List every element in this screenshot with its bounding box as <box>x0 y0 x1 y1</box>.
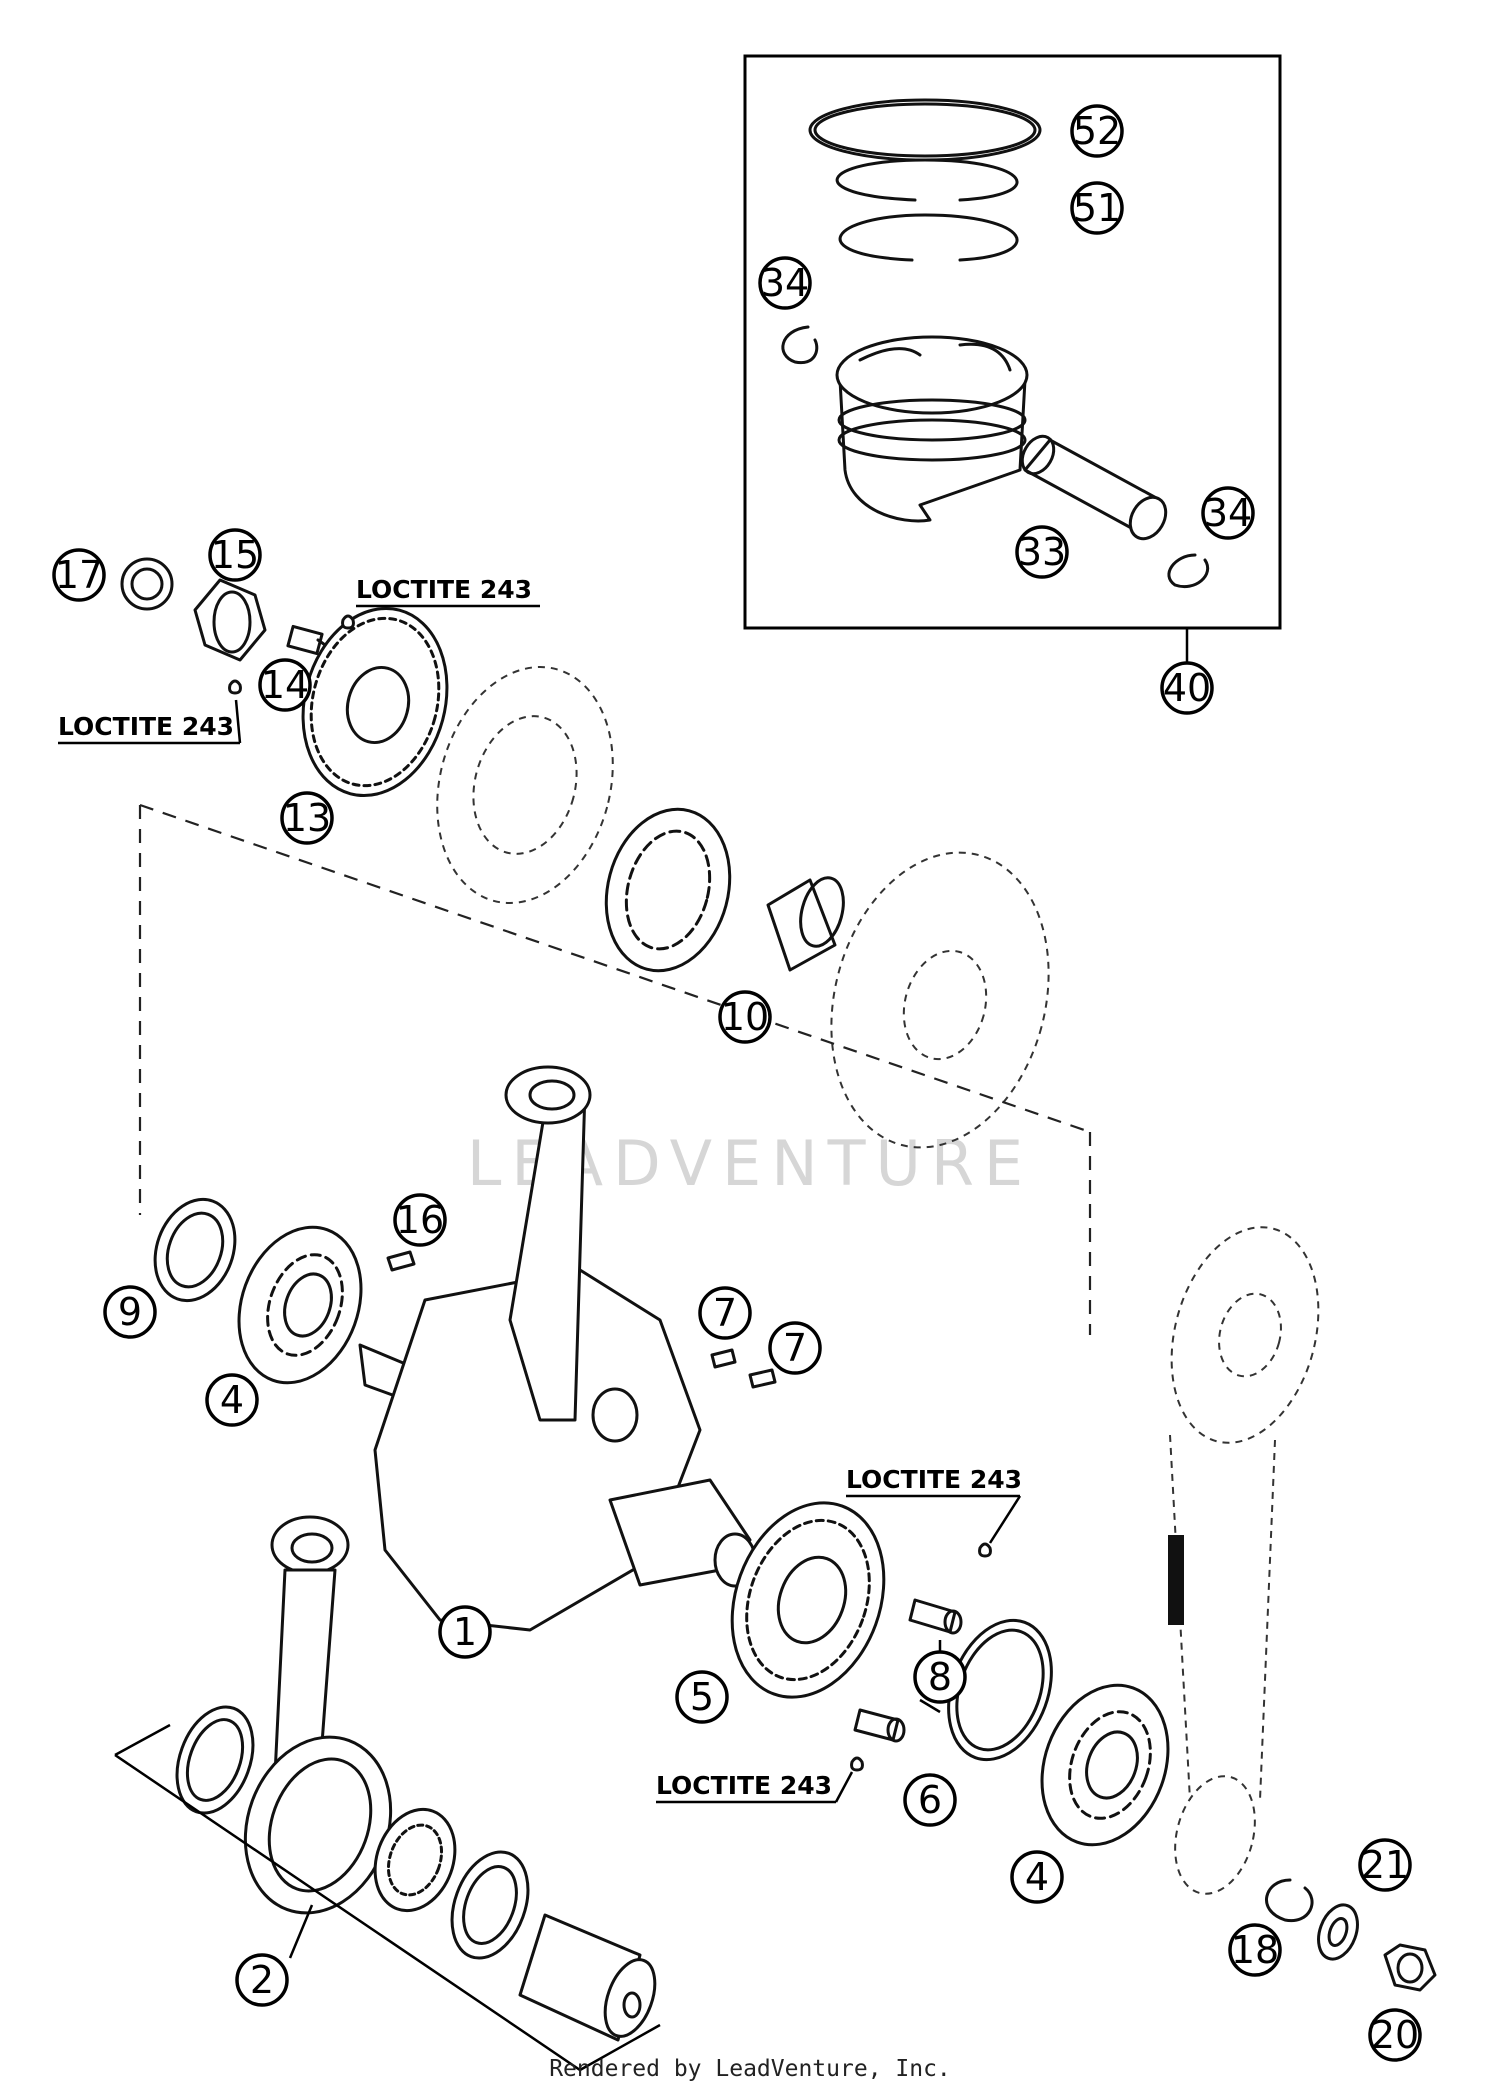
svg-text:LOCTITE 243: LOCTITE 243 <box>356 575 532 604</box>
callout-40: 40 <box>1160 661 1214 715</box>
screw-14 <box>286 624 330 656</box>
ghost-gear <box>436 666 614 904</box>
svg-text:8: 8 <box>928 1655 952 1699</box>
key-16 <box>386 1250 416 1272</box>
piston-kit-box <box>743 54 1282 630</box>
svg-text:9: 9 <box>118 1290 142 1334</box>
svg-text:17: 17 <box>55 553 103 597</box>
svg-text:18: 18 <box>1231 1928 1279 1972</box>
svg-text:LOCTITE 243: LOCTITE 243 <box>846 1465 1022 1494</box>
svg-text:2: 2 <box>250 1958 274 2002</box>
callout-17: 17 <box>52 548 106 602</box>
callout-13: 13 <box>280 791 334 845</box>
callout-5: 5 <box>675 1670 729 1724</box>
svg-text:7: 7 <box>713 1291 737 1335</box>
screw-8-upper <box>908 1598 963 1635</box>
piston-ring-top <box>808 98 1042 162</box>
callout-7-a: 7 <box>698 1286 752 1340</box>
circlip-left <box>781 325 819 365</box>
callout-51: 51 <box>1070 181 1124 235</box>
callout-1: 1 <box>438 1605 492 1659</box>
nut-20 <box>1383 1943 1437 1992</box>
svg-text:10: 10 <box>721 995 769 1039</box>
loctite-drop-13 <box>341 614 355 630</box>
crank-pin <box>518 1913 657 2042</box>
svg-text:4: 4 <box>1025 1855 1049 1899</box>
circlip-right <box>1167 553 1210 588</box>
svg-text:6: 6 <box>918 1778 942 1822</box>
svg-text:LOCTITE 243: LOCTITE 243 <box>58 712 234 741</box>
loctite-note-top: LOCTITE 243 <box>356 575 540 608</box>
callout-52: 52 <box>1070 104 1124 158</box>
thrust-washer-rod-left <box>175 1705 255 1815</box>
callout-21: 21 <box>1358 1838 1412 1892</box>
nut-15 <box>193 578 267 662</box>
ghost-timing-chain <box>1168 1226 1320 1895</box>
callout-6: 6 <box>903 1773 957 1827</box>
loctite-note-right: LOCTITE 243 <box>846 1465 1022 1544</box>
key-7-a <box>710 1348 737 1369</box>
freewheel-cage <box>604 807 732 973</box>
callout-16: 16 <box>393 1193 447 1247</box>
svg-text:LOCTITE 243: LOCTITE 243 <box>656 1771 832 1800</box>
screw-8-lower <box>853 1708 906 1743</box>
svg-text:14: 14 <box>261 663 309 707</box>
svg-text:1: 1 <box>453 1610 477 1654</box>
svg-text:52: 52 <box>1073 109 1121 153</box>
loctite-note-bottom: LOCTITE 243 <box>656 1771 854 1804</box>
callout-18: 18 <box>1228 1923 1282 1977</box>
key-7-b <box>748 1368 777 1389</box>
callout-4-right: 4 <box>1010 1850 1064 1904</box>
svg-text:51: 51 <box>1073 186 1121 230</box>
callout-20: 20 <box>1368 2008 1422 2062</box>
svg-text:15: 15 <box>211 533 259 577</box>
circlip-18 <box>1265 1878 1314 1923</box>
callout-34-right: 34 <box>1201 486 1255 540</box>
callout-7-b: 7 <box>768 1321 822 1375</box>
rod-needle-bearing <box>373 1807 457 1913</box>
loctite-note-left: LOCTITE 243 <box>58 699 242 745</box>
bracket-2 <box>114 1723 661 2072</box>
gear-5 <box>730 1501 886 1699</box>
seal-9 <box>153 1197 237 1303</box>
svg-text:4: 4 <box>220 1378 244 1422</box>
callout-33: 33 <box>1015 525 1069 579</box>
svg-text:34: 34 <box>761 261 809 305</box>
svg-text:13: 13 <box>283 796 331 840</box>
needle-bearing-10 <box>766 876 845 972</box>
callout-2: 2 <box>235 1953 289 2007</box>
piston-pin <box>1020 434 1168 541</box>
callout-14: 14 <box>258 658 312 712</box>
footer-credit: Rendered by LeadVenture, Inc. <box>549 2056 951 2082</box>
loctite-drop-15 <box>228 679 242 695</box>
loctite-drop-lower <box>850 1756 864 1772</box>
callout-34-left: 34 <box>758 256 812 310</box>
washer-17 <box>120 557 174 611</box>
piston-ring-second <box>835 158 1019 262</box>
washer-21 <box>1317 1903 1359 1961</box>
svg-text:40: 40 <box>1163 666 1211 710</box>
svg-text:16: 16 <box>396 1198 444 1242</box>
svg-text:20: 20 <box>1371 2013 1419 2057</box>
callout-8: 8 <box>913 1650 967 1704</box>
gear-13 <box>301 606 449 798</box>
ball-bearing-left <box>237 1225 363 1385</box>
piston <box>835 335 1029 523</box>
ball-bearing-right <box>1040 1683 1170 1847</box>
callout-9: 9 <box>103 1285 157 1339</box>
thrust-washer-rod-right <box>450 1850 530 1960</box>
callout-10: 10 <box>718 990 772 1044</box>
svg-text:21: 21 <box>1361 1843 1409 1887</box>
ghost-large-gear <box>830 851 1050 1149</box>
callout-15: 15 <box>208 528 262 582</box>
callout-4-left: 4 <box>205 1373 259 1427</box>
loctite-drop-upper <box>978 1542 992 1558</box>
svg-text:5: 5 <box>690 1675 714 1719</box>
svg-text:7: 7 <box>783 1326 807 1370</box>
crankshaft <box>358 1065 757 1632</box>
svg-text:33: 33 <box>1018 530 1066 574</box>
svg-text:34: 34 <box>1204 491 1252 535</box>
